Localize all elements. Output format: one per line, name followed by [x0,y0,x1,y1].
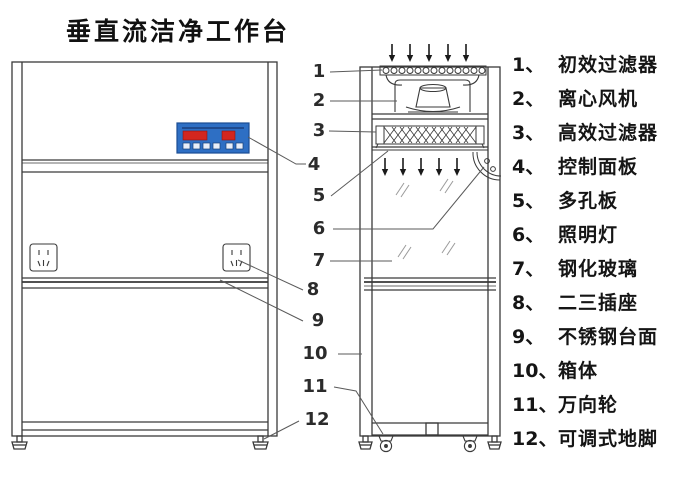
legend-item: 11、 万向轮 [512,386,698,420]
legend-item-number: 11、 [512,393,558,416]
panel-buttons [182,142,244,150]
legend-item-label: 不锈钢台面 [558,325,659,348]
legend-item: 1、 初效过滤器 [512,46,698,80]
socket-right [222,243,251,272]
legend-item-label: 箱体 [558,359,599,382]
foot-side-right [487,435,502,450]
legend-item-label: 钢化玻璃 [558,257,639,280]
led-display-right [221,130,236,141]
legend-item: 5、 多孔板 [512,182,698,216]
glass-reflections [395,178,456,260]
base-frame [372,422,488,436]
legend-item-label: 可调式地脚 [558,427,659,450]
callout-8: 8 [306,279,320,300]
hepa-filter [375,125,485,149]
legend-item-number: 10、 [512,359,558,382]
intake-arrows [387,43,471,63]
caster-left [378,435,394,453]
legend-item-number: 7、 [512,257,545,280]
led-display-left [182,130,208,141]
callout-1: 1 [312,61,326,82]
legend-item: 4、 控制面板 [512,148,698,182]
callout-2: 2 [312,90,326,111]
legend-item-number: 12、 [512,427,558,450]
legend-item-label: 照明灯 [558,223,619,246]
control-panel [176,122,250,154]
callout-6: 6 [312,218,326,239]
foot-side-left [358,435,373,450]
legend-item-number: 4、 [512,155,545,178]
legend-item: 10、 箱体 [512,352,698,386]
legend-item-number: 5、 [512,189,545,212]
worktop-front [22,277,268,289]
legend-item-label: 控制面板 [558,155,639,178]
callout-leaders [219,69,485,440]
callout-12: 12 [304,409,330,430]
legend-item-label: 万向轮 [558,393,619,416]
page-title: 垂直流洁净工作台 [66,17,291,46]
legend-item: 6、 照明灯 [512,216,698,250]
legend-item-number: 6、 [512,223,545,246]
legend-item-number: 8、 [512,291,545,314]
worktop-side [364,277,496,291]
legend-item-label: 多孔板 [558,189,619,212]
callout-7: 7 [312,250,326,271]
legend-item-label: 离心风机 [558,87,639,110]
legend-item-label: 初效过滤器 [558,53,659,76]
legend-item: 9、 不锈钢台面 [512,318,698,352]
legend-item: 12、 可调式地脚 [512,420,698,454]
legend-item: 2、 离心风机 [512,80,698,114]
legend-item-number: 3、 [512,121,545,144]
socket-left [29,243,58,272]
callout-9: 9 [311,310,325,331]
foot-front-left [11,435,28,450]
front-view [11,61,278,450]
parts-legend: 1、 初效过滤器 2、 离心风机 3、 高效过滤器 4、 控制面板 5、 多孔板… [512,46,698,454]
caster-right [462,435,478,453]
centrifugal-fan [385,74,480,113]
foot-front-right [252,435,269,450]
legend-item: 7、 钢化玻璃 [512,250,698,284]
side-view [358,43,502,453]
legend-item: 8、 二三插座 [512,284,698,318]
callout-10: 10 [302,343,328,364]
callout-3: 3 [312,120,326,141]
legend-item-label: 高效过滤器 [558,121,659,144]
front-outline [11,61,278,437]
callout-5: 5 [312,185,326,206]
legend-item-number: 1、 [512,53,545,76]
downflow-arrows [380,157,462,177]
legend-item: 3、 高效过滤器 [512,114,698,148]
side-outline [359,66,501,437]
legend-item-number: 9、 [512,325,545,348]
legend-item-number: 2、 [512,87,545,110]
callout-11: 11 [302,376,328,397]
callout-4: 4 [307,154,321,175]
pre-filter [379,65,487,76]
legend-item-label: 二三插座 [558,291,639,314]
